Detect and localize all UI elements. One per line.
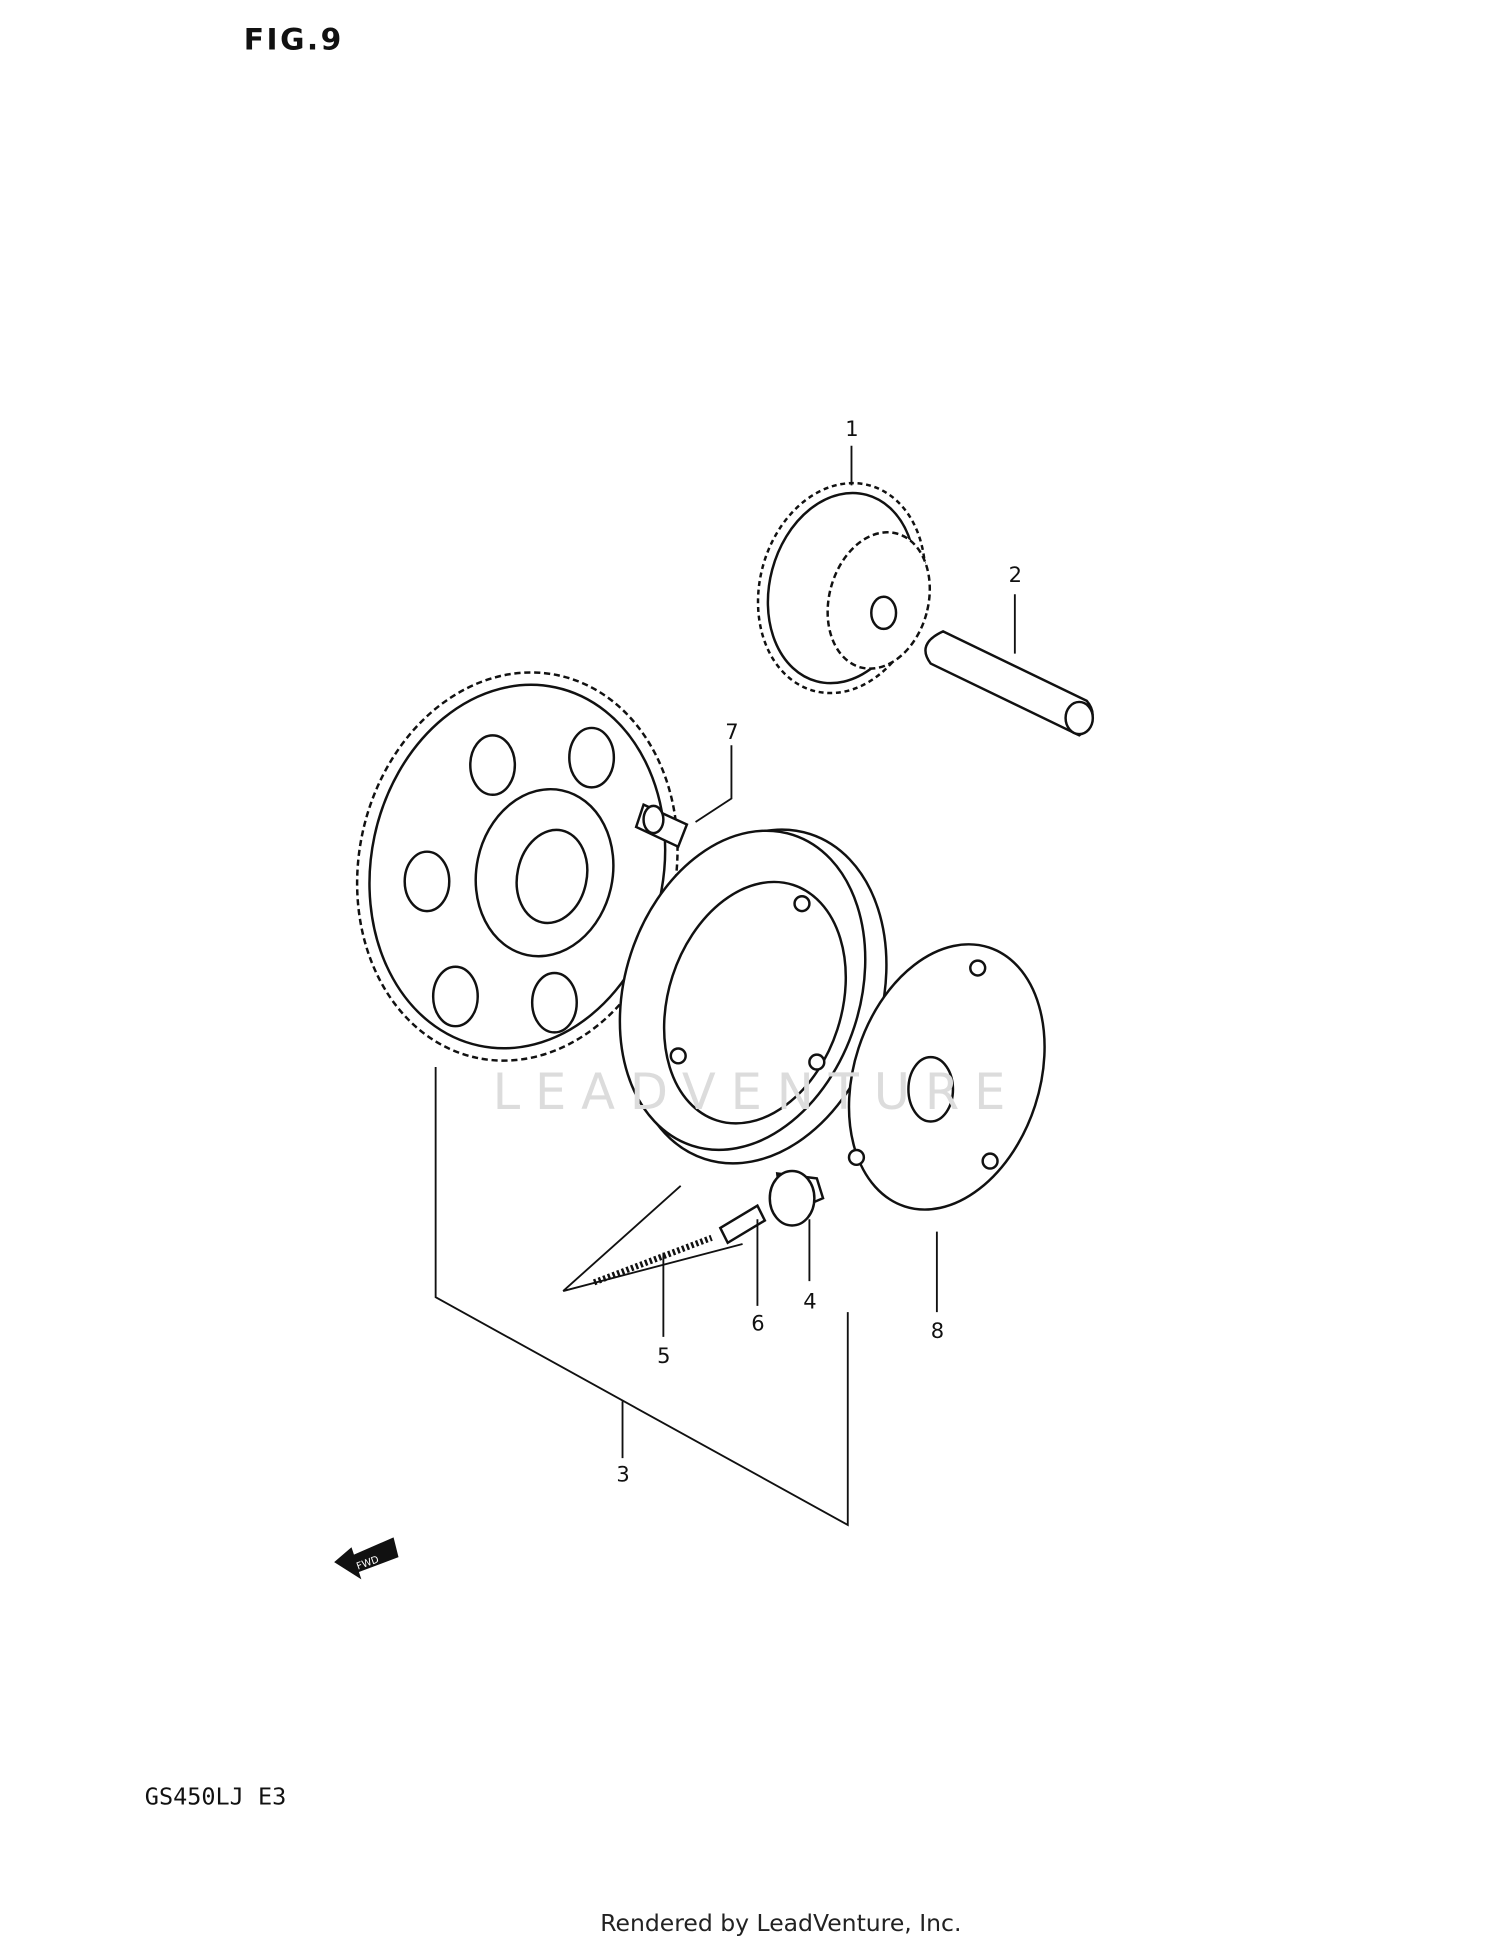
callout-2: 2	[1009, 562, 1022, 587]
leader-lines	[621, 445, 1016, 1459]
callout-1: 1	[845, 416, 858, 441]
callout-3: 3	[616, 1462, 629, 1487]
roller	[768, 1169, 825, 1227]
footer-credit: Rendered by LeadVenture, Inc.	[600, 1909, 961, 1937]
starter-driven-gear	[355, 671, 679, 1062]
callout-5: 5	[657, 1343, 670, 1368]
assembly-indicator	[562, 1185, 743, 1292]
thrust-plate	[847, 943, 1046, 1211]
callout-4: 4	[803, 1288, 816, 1313]
model-code: GS450LJ E3	[145, 1783, 286, 1811]
idle-shaft	[924, 630, 1095, 737]
spring	[592, 1234, 713, 1286]
one-way-clutch	[618, 828, 888, 1165]
callout-7: 7	[725, 719, 738, 744]
figure-title: FIG.9	[244, 23, 344, 58]
bolt	[634, 802, 689, 849]
callout-8: 8	[931, 1318, 944, 1343]
callout-6: 6	[751, 1311, 764, 1336]
idle-gear	[756, 481, 932, 695]
spring-pin	[718, 1203, 767, 1245]
fwd-arrow-icon: FWD	[334, 1537, 399, 1580]
assembly-bracket	[434, 1067, 849, 1527]
watermark: LEADVENTURE	[493, 1063, 1021, 1121]
